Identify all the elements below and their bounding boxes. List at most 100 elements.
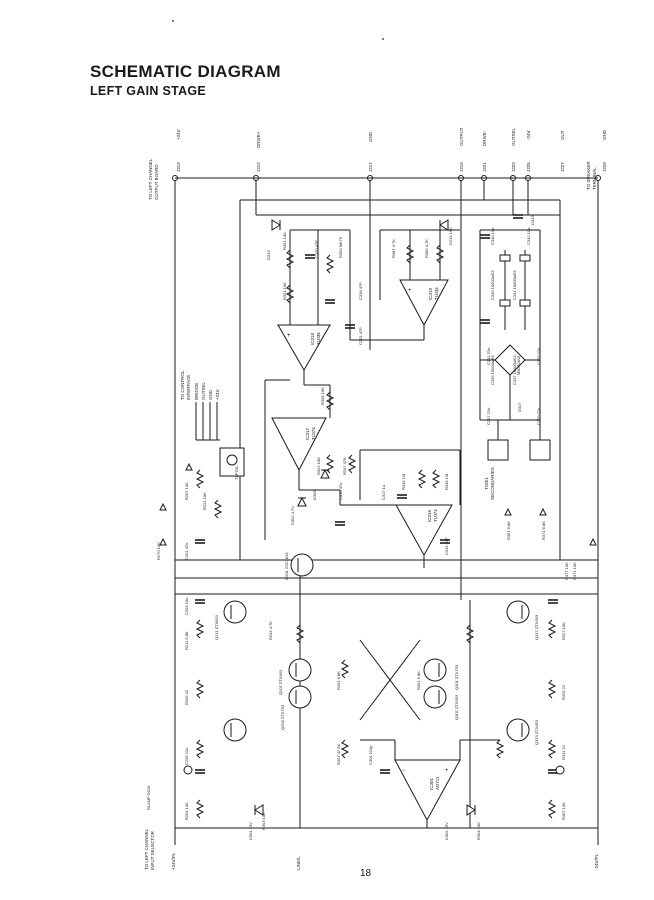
svg-text:R243 4.7K: R243 4.7K [268, 621, 273, 640]
svg-text:LINE/L: LINE/L [296, 856, 301, 870]
terminal-label: TO LEFT CHANNEL [148, 158, 153, 200]
svg-text:C203 10u: C203 10u [184, 598, 189, 615]
svg-text:R371 10K: R371 10K [572, 562, 577, 580]
svg-text:R270 10K: R270 10K [156, 542, 161, 560]
svg-text:R351 6.8K: R351 6.8K [416, 671, 421, 690]
svg-text:C329 22n: C329 22n [536, 408, 541, 425]
svg-text:INPUT SELECTOR: INPUT SELECTOR [150, 830, 155, 870]
svg-text:SECONDARIES: SECONDARIES [490, 467, 495, 500]
svg-text:D313: D313 [530, 215, 535, 225]
terminal-id: J312 [256, 162, 261, 172]
opamp-ic316: IC316 TL074 [395, 504, 453, 557]
svg-text:C342 10u: C342 10u [526, 228, 531, 245]
terminal-id: J329 [602, 162, 607, 172]
svg-text:C201 47u: C201 47u [184, 543, 189, 560]
capacitor-network [195, 214, 558, 774]
svg-text:−: − [317, 333, 321, 339]
svg-text:R353 MK75: R353 MK75 [338, 236, 343, 258]
svg-text:OUTSEL: OUTSEL [201, 381, 206, 400]
svg-text:R205 22: R205 22 [184, 689, 189, 705]
svg-text:R297 47K: R297 47K [342, 457, 347, 475]
svg-text:IC317: IC317 [305, 427, 310, 440]
svg-text:R345 1M: R345 1M [401, 474, 406, 490]
svg-text:C301 220p: C301 220p [368, 745, 373, 765]
svg-text:R371 6.8K: R371 6.8K [541, 521, 546, 540]
svg-text:IC316: IC316 [427, 509, 432, 522]
page-number: 18 [360, 868, 372, 879]
svg-text:R304 10K: R304 10K [476, 822, 481, 840]
svg-text:C316 47P: C316 47P [444, 537, 449, 555]
supply-rails [174, 177, 599, 845]
svg-text:C320 47P: C320 47P [314, 240, 319, 258]
svg-text:Q301 ZTX753: Q301 ZTX753 [454, 664, 459, 690]
svg-text:GND: GND [208, 389, 213, 400]
terminal-id: J327 [560, 162, 565, 172]
terminal-label: GND [602, 129, 607, 140]
terminal-id: J319 [459, 162, 464, 172]
left-terminals: TO LEFT CHANNEL INPUT SELECTOR +24V/PL L… [144, 828, 599, 870]
svg-text:C327 22n: C327 22n [486, 408, 491, 425]
svg-text:TL074: TL074 [311, 427, 316, 440]
svg-text:C337 10000u/63: C337 10000u/63 [512, 355, 517, 385]
svg-text:R322 10K: R322 10K [316, 457, 321, 475]
svg-text:R307 47.5K: R307 47.5K [336, 744, 341, 765]
svg-text:+: + [408, 288, 412, 294]
svg-text:C331 22n: C331 22n [486, 348, 491, 365]
right-terminal-labels: TO LEFT CHANNEL OUTPUT BOARD +24V DRIVE+… [148, 127, 607, 200]
svg-text:R349 1M: R349 1M [444, 474, 449, 490]
terminal-label: DRIVE+ [256, 131, 261, 148]
svg-text:TL074: TL074 [433, 509, 438, 522]
svg-text:Q207 ZTX653: Q207 ZTX653 [278, 669, 283, 695]
svg-text:Q307 ZTX653: Q307 ZTX653 [454, 694, 459, 720]
control-interface: TO CONTROL INTERFACE BRIDGE OUTSEL GND +… [180, 370, 245, 480]
svg-text:R307 10K: R307 10K [561, 802, 566, 820]
signal-wiring [264, 229, 500, 828]
svg-text:+24V: +24V [215, 389, 220, 400]
svg-text:Q211 ZTX653: Q211 ZTX653 [214, 614, 219, 640]
svg-text:−: − [402, 768, 406, 774]
svg-text:R351 10K: R351 10K [282, 232, 287, 250]
svg-text:R207 10K: R207 10K [184, 482, 189, 500]
svg-text:R327 10K: R327 10K [561, 622, 566, 640]
svg-text:D301 15V: D301 15V [248, 822, 253, 840]
svg-text:AD711: AD711 [435, 776, 440, 790]
svg-text:C340 10u: C340 10u [490, 228, 495, 245]
terminal-label: DRIVE- [482, 130, 487, 146]
opamp-ic318: IC318 TL074 + − [277, 324, 331, 371]
svg-text:-24V/PL: -24V/PL [594, 853, 599, 870]
svg-text:C205 22u: C205 22u [184, 748, 189, 765]
svg-text:D302 4.7V: D302 4.7V [290, 506, 295, 525]
terminal-id: J323 [511, 162, 516, 172]
svg-text:Q201 2SC1815: Q201 2SC1815 [284, 552, 289, 580]
svg-text:IC318: IC318 [310, 332, 315, 345]
terminal-label: +24V [176, 129, 181, 140]
svg-text:INTERFACE: INTERFACE [186, 375, 191, 400]
svg-text:TO LEFT CHANNEL: TO LEFT CHANNEL [144, 828, 149, 870]
svg-text:R311 22: R311 22 [561, 744, 566, 760]
svg-text:C333 22n: C333 22n [536, 348, 541, 365]
svg-text:D302 15V: D302 15V [444, 822, 449, 840]
svg-text:+: + [287, 333, 291, 339]
svg-text:D305: D305 [312, 490, 317, 500]
terminal-id: J321 [482, 162, 487, 172]
opamp-ic319: IC319 TL074 + − [399, 279, 449, 327]
scan-speck [382, 38, 384, 40]
svg-text:C335 10000u/63: C335 10000u/63 [490, 355, 495, 385]
svg-text:Q313 ZTX653: Q313 ZTX653 [534, 719, 539, 745]
svg-text:IC301: IC301 [429, 777, 434, 790]
svg-text:+24V/PL: +24V/PL [171, 852, 176, 870]
svg-text:TO/E1: TO/E1 [484, 477, 489, 490]
svg-text:TO CONTROL: TO CONTROL [180, 370, 185, 400]
svg-text:C318 47P: C318 47P [358, 282, 363, 300]
opamp-ic317: IC317 TL074 [271, 417, 327, 472]
svg-text:R389 4.7K: R389 4.7K [424, 239, 429, 258]
svg-text:TL074: TL074 [316, 332, 321, 345]
terminal-label: OUT [560, 130, 565, 140]
page-title: SCHEMATIC DIAGRAM [90, 62, 281, 81]
resistor-network [195, 244, 557, 819]
svg-text:R221 10K: R221 10K [202, 492, 207, 510]
svg-text:R305 10K: R305 10K [320, 387, 325, 405]
svg-text:Q317 ZTX653: Q317 ZTX653 [534, 614, 539, 640]
